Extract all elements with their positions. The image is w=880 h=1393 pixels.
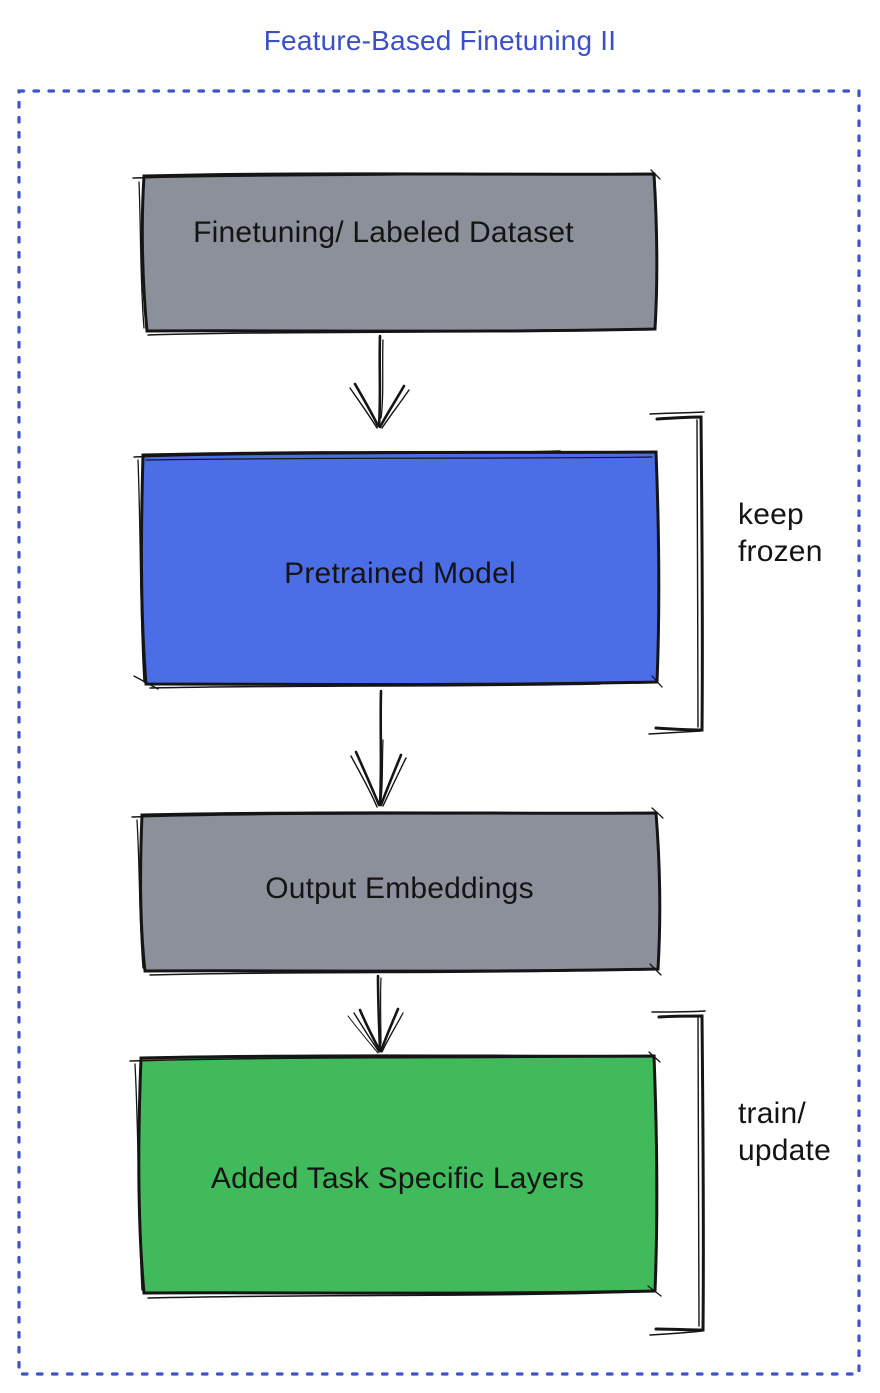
arrow-down-icon <box>350 689 407 808</box>
bracket-train-update <box>649 1010 706 1336</box>
annotation-keep-frozen: keep frozen <box>738 498 823 568</box>
diagram-title: Feature-Based Finetuning II <box>263 25 617 56</box>
node-label-dataset: Finetuning/ Labeled Dataset <box>193 215 574 249</box>
arrow-down-icon <box>349 334 410 429</box>
node-label-embeddings: Output Embeddings <box>265 872 534 905</box>
arrow-down-icon <box>347 974 404 1054</box>
node-label-pretrained: Pretrained Model <box>284 556 516 590</box>
node-label-task-layers: Added Task Specific Layers <box>210 1161 585 1195</box>
annotation-train-update: train/ update <box>738 1097 831 1167</box>
